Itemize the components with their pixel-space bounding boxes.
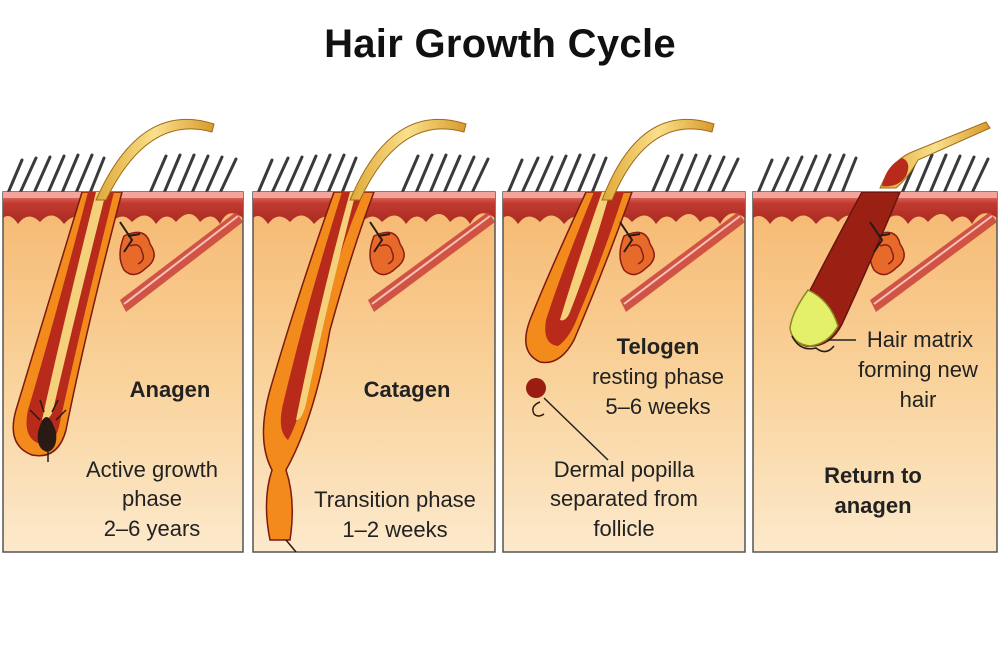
panel-phase-label: Return to (824, 463, 922, 488)
sebaceous-gland (119, 231, 155, 276)
panel-description-line: Active growth (86, 457, 218, 482)
surface-hairs (756, 153, 990, 195)
callout-leader (543, 397, 609, 461)
panel-telogen: Telogen resting phase 5–6 weeks Dermal p… (502, 119, 746, 553)
hair-follicle (262, 192, 375, 541)
epidermis (253, 192, 495, 224)
hair-shaft (349, 118, 467, 201)
panel-description-line: 1–2 weeks (342, 517, 447, 542)
callout-label: forming new (858, 357, 978, 382)
panel-return-to-anagen: Hair matrix forming new hair Return to a… (752, 121, 998, 553)
callout-label: Dermal popilla (554, 457, 695, 482)
hair-shaft (95, 118, 215, 201)
panel-description-line: Transition phase (314, 487, 476, 512)
panel-phase-label: Anagen (130, 377, 211, 402)
panel-phase-label: Catagen (364, 377, 451, 402)
panel-description-line: 5–6 weeks (605, 394, 710, 419)
dermal-papilla (37, 417, 57, 452)
panel-phase-label: anagen (834, 493, 911, 518)
panel-catagen: Catagen Transition phase 1–2 weeks (252, 118, 496, 553)
hair-shaft (601, 119, 715, 201)
sebaceous-gland (369, 231, 405, 276)
panel-phase-label: Telogen (617, 334, 700, 359)
panel-anagen: Anagen Active growth phase 2–6 years (2, 118, 244, 553)
panel-description-line: resting phase (592, 364, 724, 389)
sebaceous-gland (619, 231, 655, 276)
callout-label: follicle (593, 516, 654, 541)
hair-matrix (789, 289, 839, 347)
diagram-title: Hair Growth Cycle (324, 22, 676, 66)
callout-label: hair (900, 387, 937, 412)
panel-description-line: phase (122, 486, 182, 511)
epidermis (3, 192, 243, 224)
callout-label: Hair matrix (867, 327, 973, 352)
surface-hairs (256, 153, 490, 195)
dermal-papilla (526, 378, 546, 398)
surface-hairs (6, 153, 238, 195)
surface-hairs (506, 153, 740, 195)
callout-label: separated from (550, 486, 698, 511)
panel-description-line: 2–6 years (104, 516, 201, 541)
